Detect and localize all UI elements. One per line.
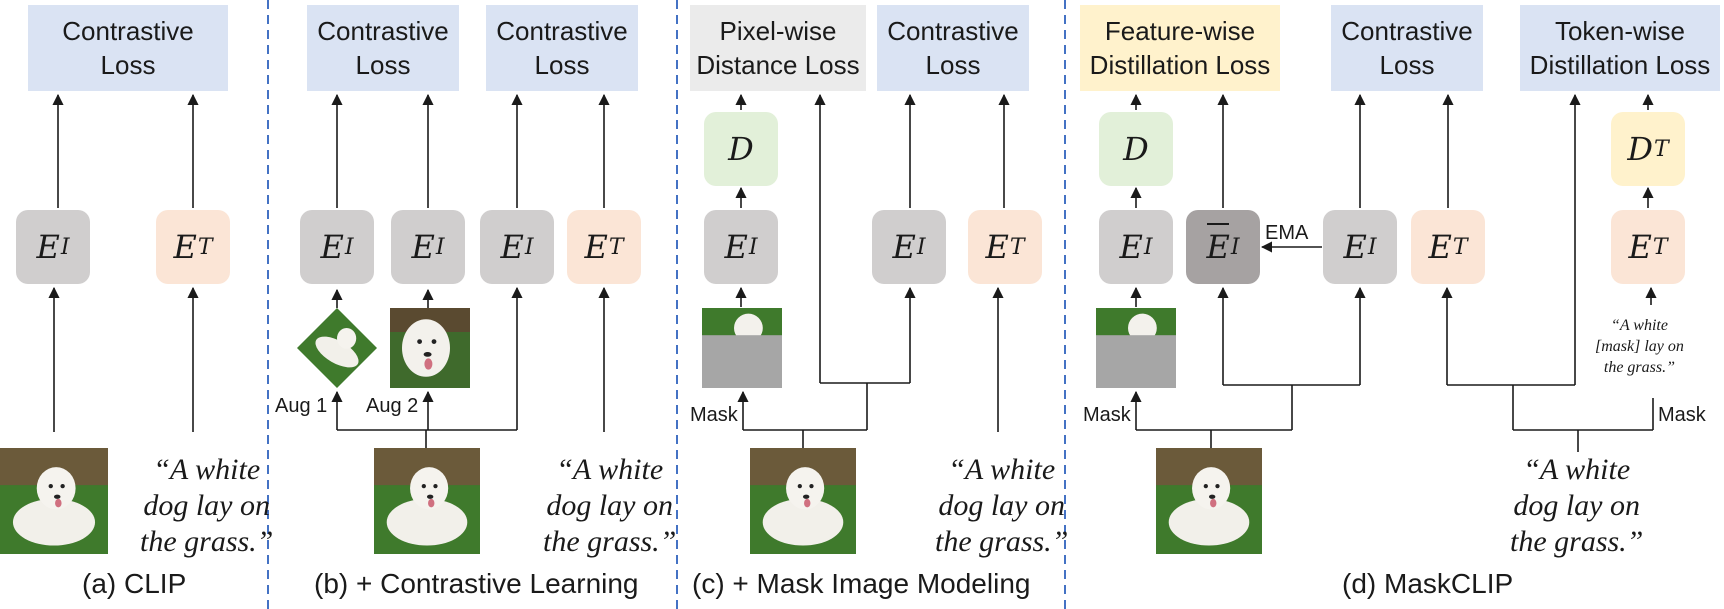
d-ema-label: EMA	[1265, 222, 1309, 244]
panel-separators	[267, 0, 1066, 609]
b-caption: (b) + Contrastive Learning	[314, 568, 639, 599]
c-dog-image	[750, 448, 856, 554]
b-contrastive-loss-2: Contrastive Loss	[486, 5, 638, 91]
d-masked-image	[1096, 308, 1176, 388]
d-decoder: D	[1099, 112, 1173, 186]
b-contrastive-loss-1: Contrastive Loss	[307, 5, 459, 91]
a-caption: (a) CLIP	[82, 568, 187, 599]
d-mask-label-left: Mask	[1083, 404, 1131, 426]
c-decoder: D	[704, 112, 778, 186]
b-dog-image	[374, 448, 480, 554]
c-pixel-loss: Pixel-wise Distance Loss	[690, 5, 866, 91]
d-contrastive-loss: Contrastive Loss	[1331, 5, 1483, 91]
c-caption: (c) + Mask Image Modeling	[692, 568, 1031, 599]
d-text-input: “A white dog lay on the grass.”	[1510, 453, 1644, 558]
a-contrastive-loss: Contrastive Loss	[28, 5, 228, 91]
c-contrastive-loss: Contrastive Loss	[877, 5, 1029, 91]
d-caption: (d) MaskCLIP	[1342, 568, 1514, 599]
a-loss-line1: Contrastive	[62, 16, 194, 46]
d-token-distillation-loss: Token-wise Distillation Loss	[1520, 5, 1720, 91]
b-aug2-label: Aug 2	[366, 395, 419, 417]
a-loss-line2: Loss	[100, 50, 156, 80]
b-text-input: “A white dog lay on the grass.”	[543, 453, 677, 558]
d-dog-image	[1156, 448, 1262, 554]
b-aug1-image	[297, 308, 377, 388]
b-aug2-image	[390, 308, 470, 388]
d-mask-label-right: Mask	[1658, 404, 1706, 426]
a-text-input: “A white dog lay on the grass.”	[140, 453, 274, 558]
a-dog-image	[0, 448, 108, 554]
c-masked-image	[702, 308, 782, 388]
d-masked-text-input: “A white [mask] lay on the grass.”	[1595, 317, 1684, 376]
d-feature-distillation-loss: Feature-wise Distillation Loss	[1080, 5, 1280, 91]
b-aug1-label: Aug 1	[275, 395, 328, 417]
c-text-input: “A white dog lay on the grass.”	[935, 453, 1069, 558]
c-mask-label: Mask	[690, 404, 738, 426]
